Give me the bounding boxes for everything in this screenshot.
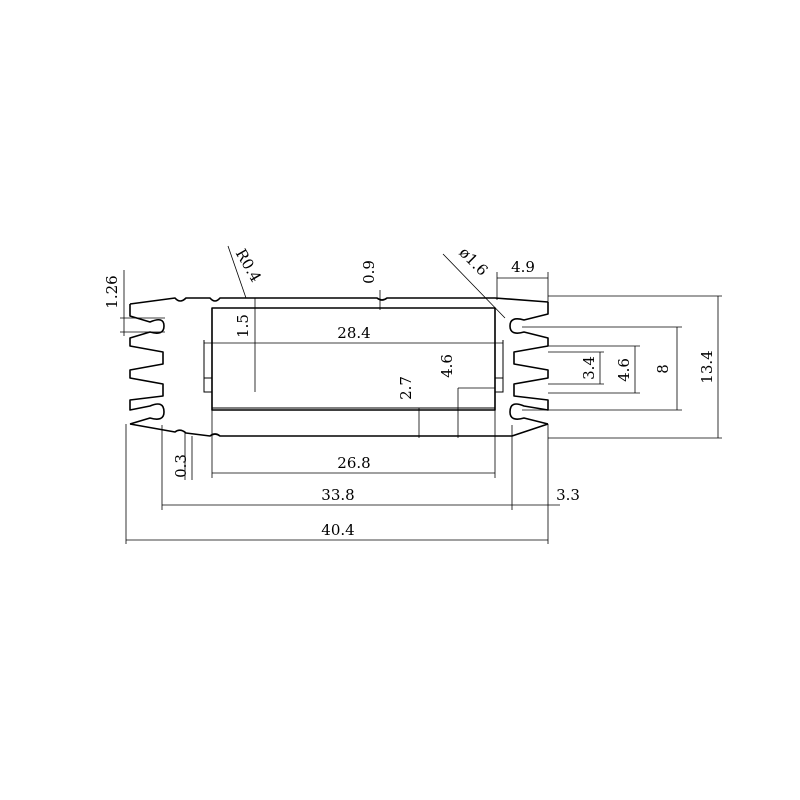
- dim-slot-height: 8: [654, 364, 672, 374]
- profile-outline: [129, 297, 549, 437]
- right-fins: [509, 302, 549, 425]
- dim-slot-step-46-right: 4.6: [615, 358, 633, 382]
- dim-overall-height: 13.4: [698, 350, 716, 383]
- top-edge: [129, 297, 549, 305]
- dim-fin-thickness: 1.26: [103, 275, 121, 308]
- dim-bottom-gap: 0.3: [172, 454, 190, 478]
- dim-inner-top-width: 28.4: [337, 324, 370, 342]
- left-fins: [129, 304, 165, 425]
- dim-slot-step-34: 3.4: [580, 356, 598, 380]
- dim-wall-thickness: 1.5: [234, 314, 252, 338]
- bottom-edge: [129, 423, 549, 437]
- right-slot: [495, 340, 504, 393]
- dim-hole-diameter: ø1.6: [456, 243, 492, 279]
- dim-top-width: 4.9: [511, 258, 535, 276]
- dimension-labels: 40.4 33.8 26.8 28.4 3.3 4.9 13.4 8 4.6 3…: [103, 243, 716, 539]
- dim-inner-bottom-width: 26.8: [337, 454, 370, 472]
- dim-fin-length: 3.3: [556, 486, 580, 504]
- dim-top-thickness: 0.9: [360, 260, 378, 284]
- dim-inner-step-27: 2.7: [397, 376, 415, 400]
- dim-overall-width: 40.4: [321, 521, 354, 539]
- dim-corner-radius: R0.4: [232, 246, 265, 285]
- dim-inner-step-46: 4.6: [438, 354, 456, 378]
- dimension-lines: [120, 245, 722, 544]
- dim-width-between-fins: 33.8: [321, 486, 354, 504]
- left-slot: [203, 340, 212, 393]
